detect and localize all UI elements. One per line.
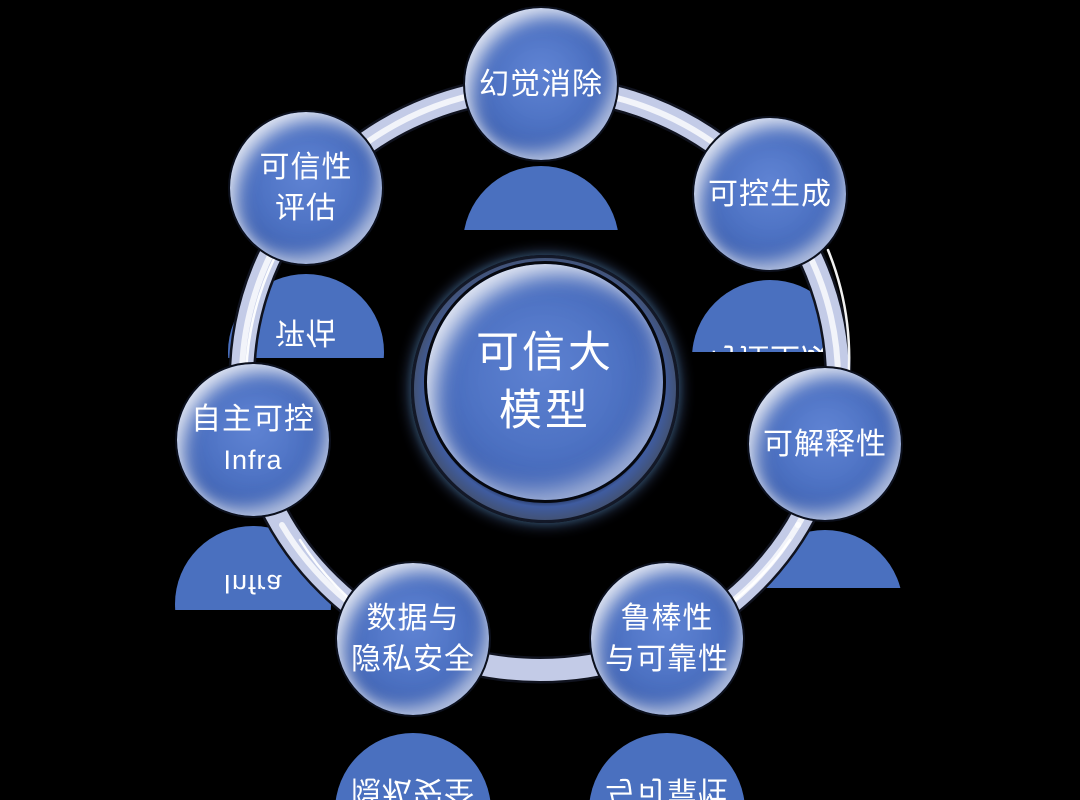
bubble-trustworthy-llm: 可信大 模型 [424,261,666,503]
node-label: 鲁棒性 与可靠性 [605,602,729,676]
node-label: 可控生成 [708,177,832,211]
node-label: 可解释性 [763,427,887,461]
reflection-hallucination-elimination: 幻觉消除 [463,166,619,230]
bubble-data-privacy-security: 数据与 隐私安全 [335,561,491,717]
node-label: 数据与 隐私安全 [351,602,475,676]
center-label: 可信大 模型 [476,329,614,435]
node-label: 可信性 评估 [259,151,353,225]
bubble-hallucination-elimination: 幻觉消除 [463,6,619,162]
bubble-controllable-generation: 可控生成 [692,116,848,272]
bubble-trustworthiness-evaluation: 可信性 评估 [228,110,384,266]
node-label: 自主可控 Infra [191,403,315,475]
reflection-robustness-reliability: 鲁棒性 与可靠性 [589,733,745,800]
bubble-interpretability: 可解释性 [747,366,903,522]
node-label: 幻觉消除 [479,67,603,101]
bubble-autonomous-controllable-infra: 自主可控 Infra [175,362,331,518]
reflection-data-privacy-security: 数据与 隐私安全 [335,733,491,800]
bubble-robustness-reliability: 鲁棒性 与可靠性 [589,561,745,717]
